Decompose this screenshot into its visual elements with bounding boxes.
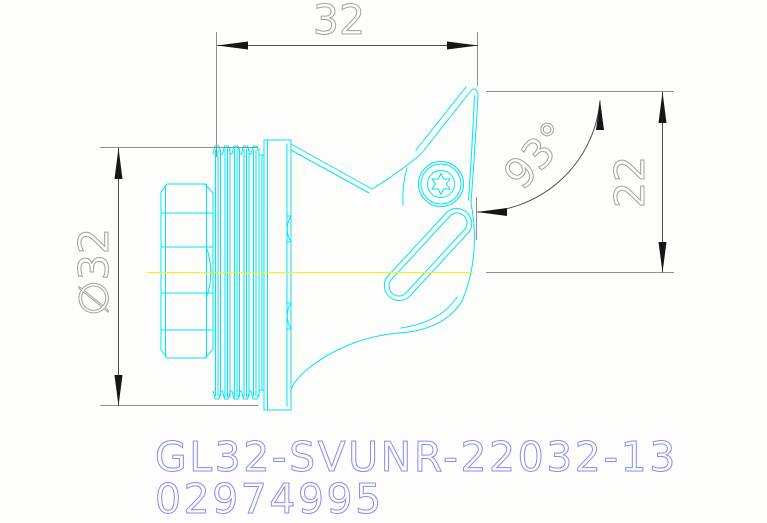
hex-nut-outline: [160, 183, 214, 359]
part-number-label: GL32-SVUNR-22032-13: [155, 433, 678, 481]
insert-edge-outer-line: [415, 86, 467, 151]
insert-pocket-line: [402, 167, 408, 206]
arrowhead-bottom: [658, 242, 667, 273]
dimension-height-label: 22: [606, 156, 654, 208]
arrowhead-arc-bottom: [477, 208, 507, 216]
dimension-width: 32: [216, 0, 478, 157]
tool-body-outline: [290, 88, 479, 391]
thread-crest-top: [212, 145, 259, 155]
clamp-flange-outline: [263, 139, 292, 411]
thread-crest-bottom: [212, 390, 259, 400]
dimension-angle-label: 93°: [494, 113, 579, 199]
cutting-edge-inner-line: [468, 95, 475, 201]
flange-notch-lower: [286, 302, 292, 330]
arrowhead-arc-top: [596, 100, 604, 130]
arrowhead-top: [114, 148, 123, 179]
clamp-flange-inner-edges: [267, 139, 288, 411]
dimension-diameter-label: ∅32: [70, 228, 118, 316]
arrowhead-left: [217, 41, 248, 50]
clamp-slot-outer: [383, 208, 473, 301]
clamp-slot-inner: [388, 212, 468, 297]
order-number-label: 02974995: [155, 475, 384, 523]
part-geometry: [160, 86, 479, 411]
dimension-angle: 93°: [476, 100, 604, 240]
screw-head-ring: [420, 163, 462, 205]
screw-socket-circle: [427, 170, 455, 198]
arrowhead-bottom: [114, 375, 123, 406]
flange-notch-upper: [286, 215, 292, 243]
arrowhead-right: [447, 41, 478, 50]
dimension-height: 22: [486, 91, 674, 273]
torx-socket-star: [431, 173, 451, 195]
hex-nut-flat-lines: [161, 212, 214, 331]
dimension-diameter: ∅32: [70, 147, 258, 406]
arrowhead-top: [658, 92, 667, 123]
chip-gullet-inner-arc: [400, 296, 458, 329]
screw-head-outer-circle: [418, 161, 464, 207]
cone-inner-line: [290, 149, 370, 194]
dimension-width-label: 32: [313, 0, 365, 44]
